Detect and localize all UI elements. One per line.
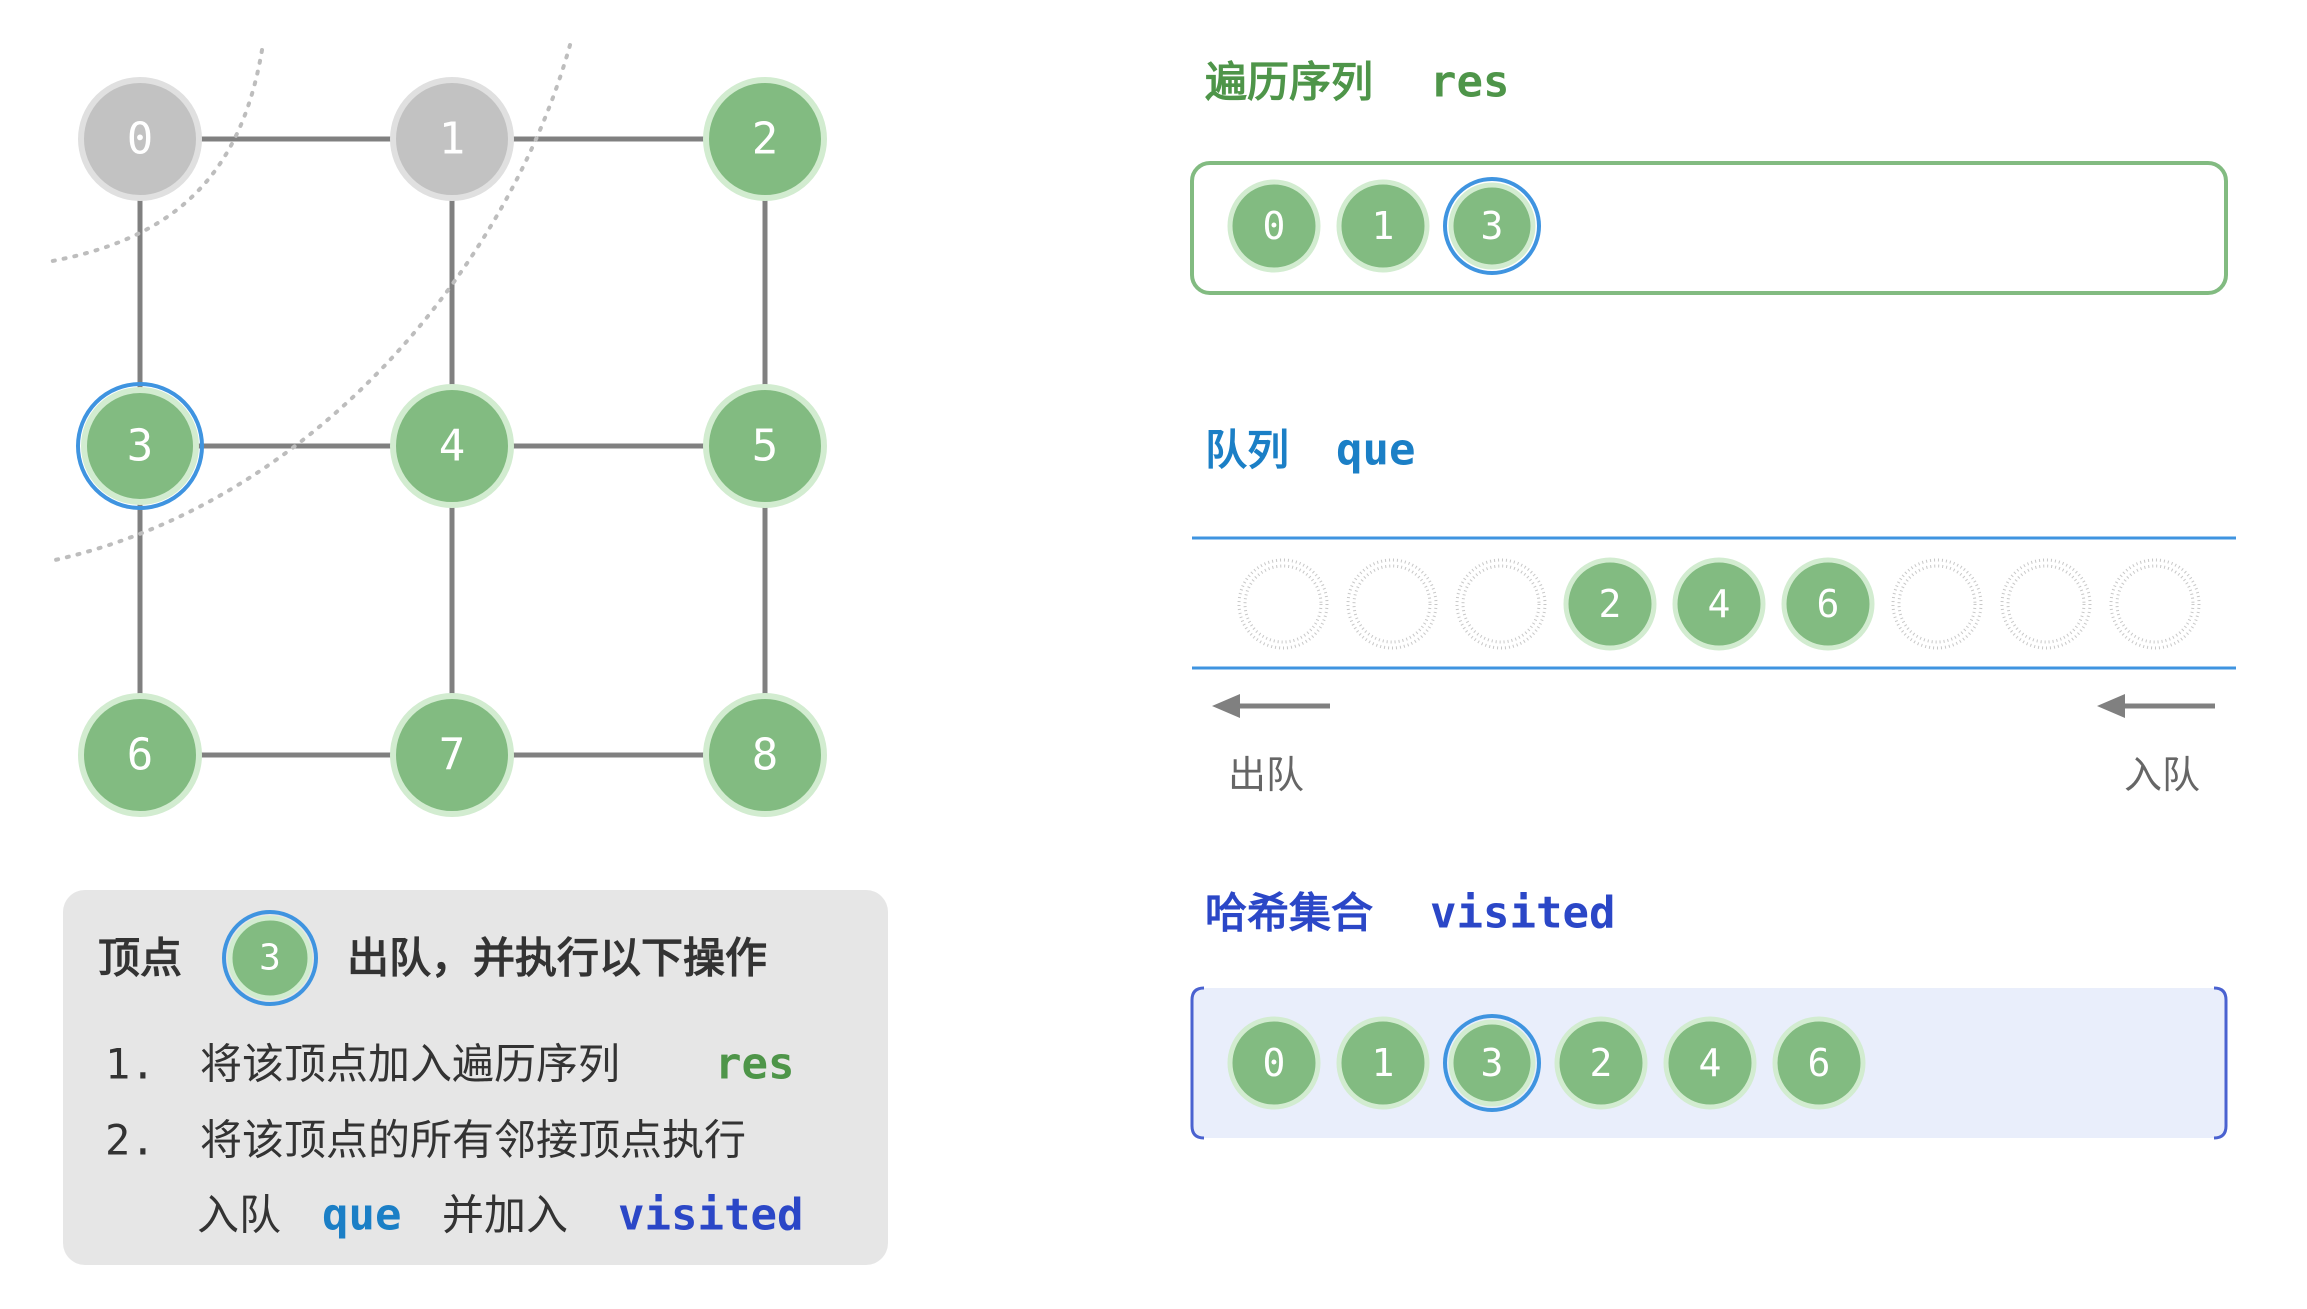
note-box: 顶点 3 出队，并执行以下操作 1. 将该顶点加入遍历序列 res 2. 将该顶… xyxy=(63,890,888,1265)
graph-vertex: 5 xyxy=(703,384,827,508)
graph-vertices: 0 1 2 3 4 xyxy=(76,77,827,817)
note-step2-text: 将该顶点的所有邻接顶点执行 xyxy=(200,1116,746,1165)
note-vertex-label: 3 xyxy=(259,938,281,979)
visited-item-label: 1 xyxy=(1372,1041,1395,1085)
graph-panel: 0 1 2 3 4 xyxy=(45,43,827,817)
queue-slot: 4 xyxy=(1672,557,1766,651)
res-container xyxy=(1190,161,2228,295)
visited-item-current: 3 xyxy=(1443,1014,1541,1112)
note-step2-enqueue: 入队 xyxy=(197,1191,281,1240)
enqueue-label: 入队 xyxy=(2124,753,2200,797)
frontier-arc xyxy=(45,48,264,264)
dequeue-arrow-icon xyxy=(1212,694,1330,718)
visited-panel: 哈希集合 visited 0 1 3 2 4 6 xyxy=(1190,888,2228,1140)
visited-right-bracket xyxy=(2213,986,2228,1140)
queue-slot-label: 6 xyxy=(1817,582,1840,626)
visited-title: 哈希集合 xyxy=(1205,889,1373,938)
graph-vertex: 7 xyxy=(390,693,514,817)
note-step1-code: res xyxy=(715,1039,794,1090)
graph-vertex: 2 xyxy=(703,77,827,201)
graph-vertex: 0 xyxy=(78,77,202,201)
frontier-arc xyxy=(53,43,572,562)
queue-slot: 6 xyxy=(1781,557,1875,651)
queue-title: 队列 xyxy=(1205,426,1289,475)
queue-slot-empty xyxy=(1346,558,1438,650)
vertex-label: 3 xyxy=(127,421,154,472)
graph-vertex-current: 3 xyxy=(76,382,204,510)
visited-item-label: 6 xyxy=(1808,1041,1831,1085)
queue-slot-empty xyxy=(1891,558,1983,650)
vertex-label: 7 xyxy=(439,730,466,781)
bfs-frontier-arcs xyxy=(45,43,572,562)
visited-item: 2 xyxy=(1554,1016,1648,1110)
res-item-current: 3 xyxy=(1443,177,1541,275)
queue-slot-label: 4 xyxy=(1708,582,1731,626)
queue-slot-empty xyxy=(2000,558,2092,650)
note-step2-visited-code: visited xyxy=(618,1190,803,1241)
note-step2-que-code: que xyxy=(322,1190,401,1241)
queue-slot-empty xyxy=(1237,558,1329,650)
enqueue-arrow-icon xyxy=(2097,694,2215,718)
note-step1-text: 将该顶点加入遍历序列 xyxy=(200,1040,620,1089)
visited-item: 1 xyxy=(1336,1016,1430,1110)
vertex-label: 4 xyxy=(439,421,466,472)
vertex-label: 0 xyxy=(127,114,154,165)
note-step2-number: 2. xyxy=(105,1116,156,1165)
visited-item-label: 3 xyxy=(1481,1041,1504,1085)
vertex-label: 2 xyxy=(752,114,779,165)
visited-title-code: visited xyxy=(1430,888,1615,939)
visited-item: 4 xyxy=(1663,1016,1757,1110)
vertex-label: 1 xyxy=(439,114,466,165)
res-item-label: 1 xyxy=(1372,204,1395,248)
res-panel: 遍历序列 res 0 1 3 xyxy=(1190,57,2228,295)
res-item-label: 0 xyxy=(1263,204,1286,248)
note-vertex-badge: 3 xyxy=(222,910,318,1006)
queue-panel: 队列 que 2 4 6 xyxy=(1192,425,2236,797)
visited-item-label: 4 xyxy=(1699,1041,1722,1085)
note-step1-number: 1. xyxy=(105,1040,156,1089)
visited-left-bracket xyxy=(1190,986,1205,1140)
res-title-code: res xyxy=(1430,57,1509,108)
vertex-label: 5 xyxy=(752,421,779,472)
graph-vertex: 4 xyxy=(390,384,514,508)
visited-item-label: 2 xyxy=(1590,1041,1613,1085)
res-item-label: 3 xyxy=(1481,204,1504,248)
queue-slot-label: 2 xyxy=(1599,582,1622,626)
visited-item-label: 0 xyxy=(1263,1041,1286,1085)
note-prefix: 顶点 xyxy=(98,934,182,983)
graph-vertex: 6 xyxy=(78,693,202,817)
visited-item: 6 xyxy=(1772,1016,1866,1110)
dequeue-label: 出队 xyxy=(1228,753,1304,797)
note-step2-and-add: 并加入 xyxy=(442,1191,568,1240)
visited-item: 0 xyxy=(1227,1016,1321,1110)
vertex-label: 6 xyxy=(127,730,154,781)
queue-title-code: que xyxy=(1336,425,1415,476)
queue-slot-empty xyxy=(1455,558,1547,650)
queue-slot: 2 xyxy=(1563,557,1657,651)
graph-vertex: 1 xyxy=(390,77,514,201)
res-title: 遍历序列 xyxy=(1205,58,1373,107)
graph-vertex: 8 xyxy=(703,693,827,817)
note-suffix: 出队，并执行以下操作 xyxy=(347,934,767,983)
res-item: 0 xyxy=(1227,179,1321,273)
res-item: 1 xyxy=(1336,179,1430,273)
queue-slot-empty xyxy=(2109,558,2201,650)
vertex-label: 8 xyxy=(752,730,779,781)
